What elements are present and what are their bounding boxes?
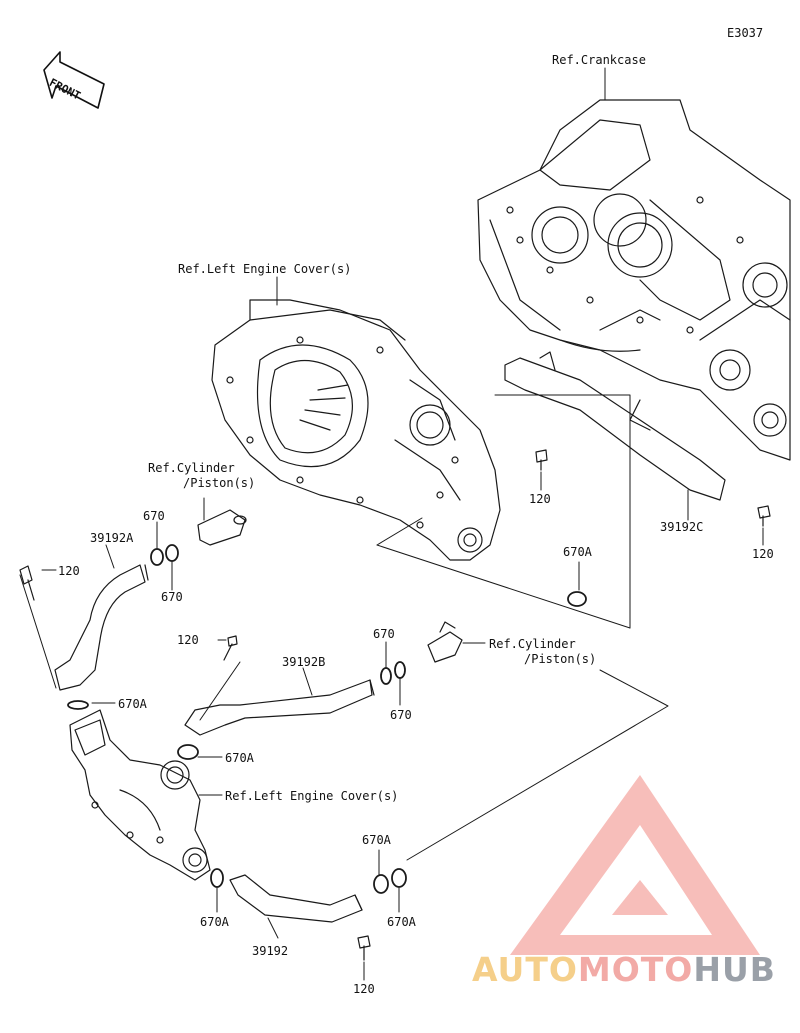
pipe-39192A-drawing (54, 564, 149, 691)
pipe-39192-drawing (229, 874, 363, 923)
watermark-auto: AUTO (472, 950, 578, 989)
part-670A-bottom-mid: 670A (362, 833, 391, 847)
ref-left-engine-cover-bottom: Ref.Left Engine Cover(s) (225, 789, 399, 803)
cylinder-fitting-left (197, 509, 247, 546)
part-670-upper-2: 670 (161, 590, 183, 604)
watermark-hub: HUB (693, 950, 776, 989)
watermark-moto: MOTO (577, 950, 694, 989)
pipe-39192C-drawing (504, 351, 726, 501)
part-670A-left: 670A (118, 697, 147, 711)
part-670A-right: 670A (563, 545, 592, 559)
part-39192: 39192 (252, 944, 289, 958)
part-670-upper-1: 670 (143, 509, 165, 523)
part-120-crankcase: 120 (529, 492, 551, 506)
crankcase-drawing (477, 99, 791, 461)
part-670A-bottom-right: 670A (387, 915, 416, 929)
part-670-middle-1: 670 (373, 627, 395, 641)
part-670A-bottom-left: 670A (200, 915, 229, 929)
ref-cylinder-right-line2: /Piston(s) (524, 652, 597, 666)
water-pump-housing-drawing (69, 709, 211, 881)
part-670-middle-2: 670 (390, 708, 412, 722)
part-39192C: 39192C (660, 520, 704, 534)
part-39192A: 39192A (90, 531, 134, 545)
part-670A-center: 670A (225, 751, 254, 765)
diagram-code: E3037 (727, 26, 764, 40)
ref-crankcase: Ref.Crankcase (552, 53, 646, 67)
pipe-39192B-drawing (184, 679, 375, 736)
left-engine-cover-drawing (211, 299, 501, 561)
part-120-left: 120 (58, 564, 80, 578)
ref-cylinder-right-line1: Ref.Cylinder (489, 637, 576, 651)
ref-cylinder-left-line2: /Piston(s) (183, 476, 256, 490)
ref-cylinder-left-line1: Ref.Cylinder (148, 461, 235, 475)
cylinder-fitting-right (427, 621, 463, 663)
o-rings (67, 544, 587, 894)
leader-lines (19, 67, 764, 981)
part-120-right: 120 (752, 547, 774, 561)
ref-left-engine-cover-top: Ref.Left Engine Cover(s) (178, 262, 352, 276)
front-arrow-icon (43, 51, 105, 109)
part-39192B: 39192B (282, 655, 326, 669)
watermark-text: AUTOMOTOHUB (472, 950, 776, 989)
part-120-middle: 120 (177, 633, 199, 647)
part-120-bottom: 120 (353, 982, 375, 996)
bolts (19, 449, 771, 961)
